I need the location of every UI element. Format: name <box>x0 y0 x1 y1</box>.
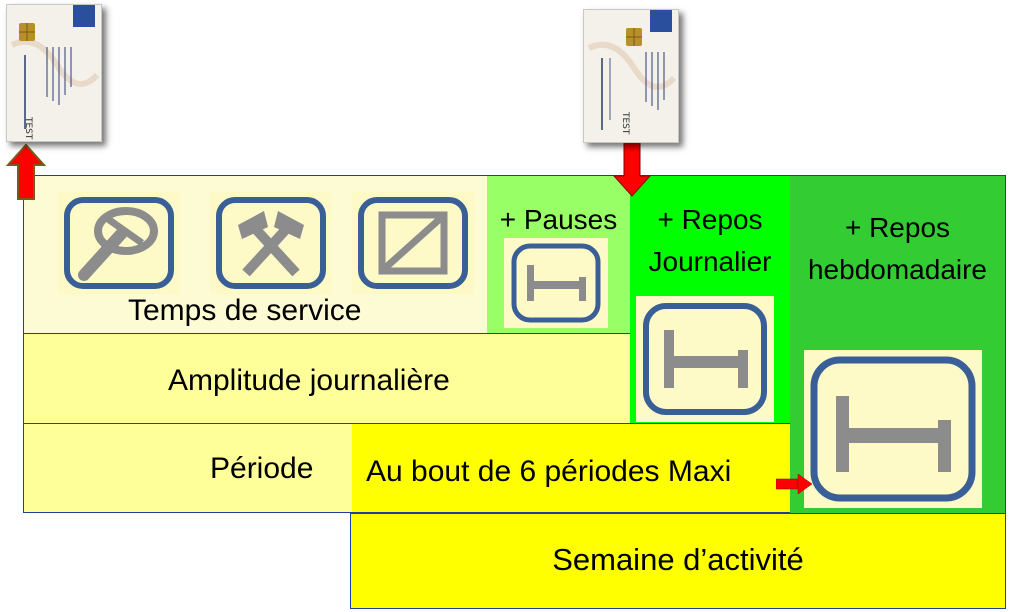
semaine-activite-label: Semaine d’activité <box>552 542 804 577</box>
availability-icon <box>358 197 468 289</box>
semaine-activite-box: Semaine d’activité <box>350 513 1006 609</box>
repos-hebdomadaire-box: + Repos hebdomadaire <box>790 175 1006 514</box>
amplitude-label: Amplitude journalière <box>168 364 450 397</box>
driving-icon-box <box>58 192 180 294</box>
arrow-right-icon <box>776 474 812 494</box>
repos-journalier-bed-icon-box <box>636 296 774 422</box>
amplitude-box: Amplitude journalière <box>23 333 631 424</box>
work-icon-box <box>210 192 332 294</box>
pauses-box: + Pauses <box>487 175 631 334</box>
arrow-up-icon <box>6 143 46 200</box>
driver-card-artwork <box>7 5 101 141</box>
repos-journalier-label-1: + Repos <box>657 204 763 235</box>
repos-journalier-label-2: Journalier <box>648 246 772 277</box>
crossed-hammers-icon <box>216 197 326 289</box>
pauses-label: + Pauses <box>499 204 618 235</box>
bout-periodes-box: Au bout de 6 périodes Maxi <box>352 423 792 513</box>
driver-card-name: TEST <box>23 117 33 140</box>
repos-hebdomadaire-label-1: + Repos <box>844 212 951 243</box>
repos-hebdomadaire-bed-icon-box <box>804 350 982 508</box>
driver-card-left: TEST <box>6 4 102 142</box>
temps-service-box: Temps de service <box>23 175 488 334</box>
driver-card-right: TEST <box>583 9 679 143</box>
repos-journalier-box: + Repos Journalier <box>630 175 791 424</box>
bed-icon <box>643 303 767 415</box>
arrow-down-icon <box>612 142 652 197</box>
bed-icon <box>810 356 976 502</box>
repos-hebdomadaire-label-2: hebdomadaire <box>807 254 988 285</box>
bed-icon <box>511 243 601 323</box>
bout-periodes-label: Au bout de 6 périodes Maxi <box>366 455 732 488</box>
driver-card-name: TEST <box>620 112 630 135</box>
periode-box: Période <box>23 423 353 513</box>
temps-service-label: Temps de service <box>128 294 362 327</box>
pauses-bed-icon-box <box>504 238 608 328</box>
steering-wheel-icon <box>64 197 174 289</box>
driver-card-artwork <box>584 10 678 142</box>
availability-icon-box <box>352 192 474 294</box>
periode-label: Période <box>210 452 314 485</box>
